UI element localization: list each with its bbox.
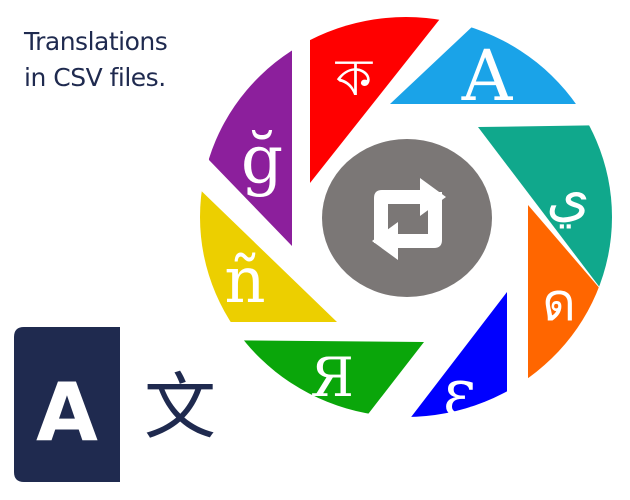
translate-letter-cjk: 文 (144, 365, 216, 449)
caption-line-2: in CSV files. (24, 63, 166, 92)
translate-letter-latin: A (36, 366, 98, 459)
caption: Translations in CSV files. (24, 24, 168, 96)
segment-green (200, 340, 424, 417)
segment-yellow (200, 180, 337, 322)
glyph-arabic: ي (546, 164, 590, 229)
repeat-arrows-icon (372, 178, 446, 260)
segment-teal (478, 125, 612, 314)
glyph-latin-a: A (461, 35, 514, 117)
caption-line-1: Translations (24, 27, 168, 56)
glyph-greek: ε (443, 354, 477, 431)
segment-red (310, 17, 447, 183)
center-circle (322, 139, 492, 297)
glyph-cyrillic: Я (310, 346, 354, 409)
glyph-g-breve: ğ (241, 121, 283, 198)
translate-icon: A 文 (14, 327, 216, 482)
glyph-n-tilde: ñ (224, 244, 265, 318)
glyph-thai: ด (542, 273, 576, 333)
glyph-bengali: ক (335, 48, 374, 108)
